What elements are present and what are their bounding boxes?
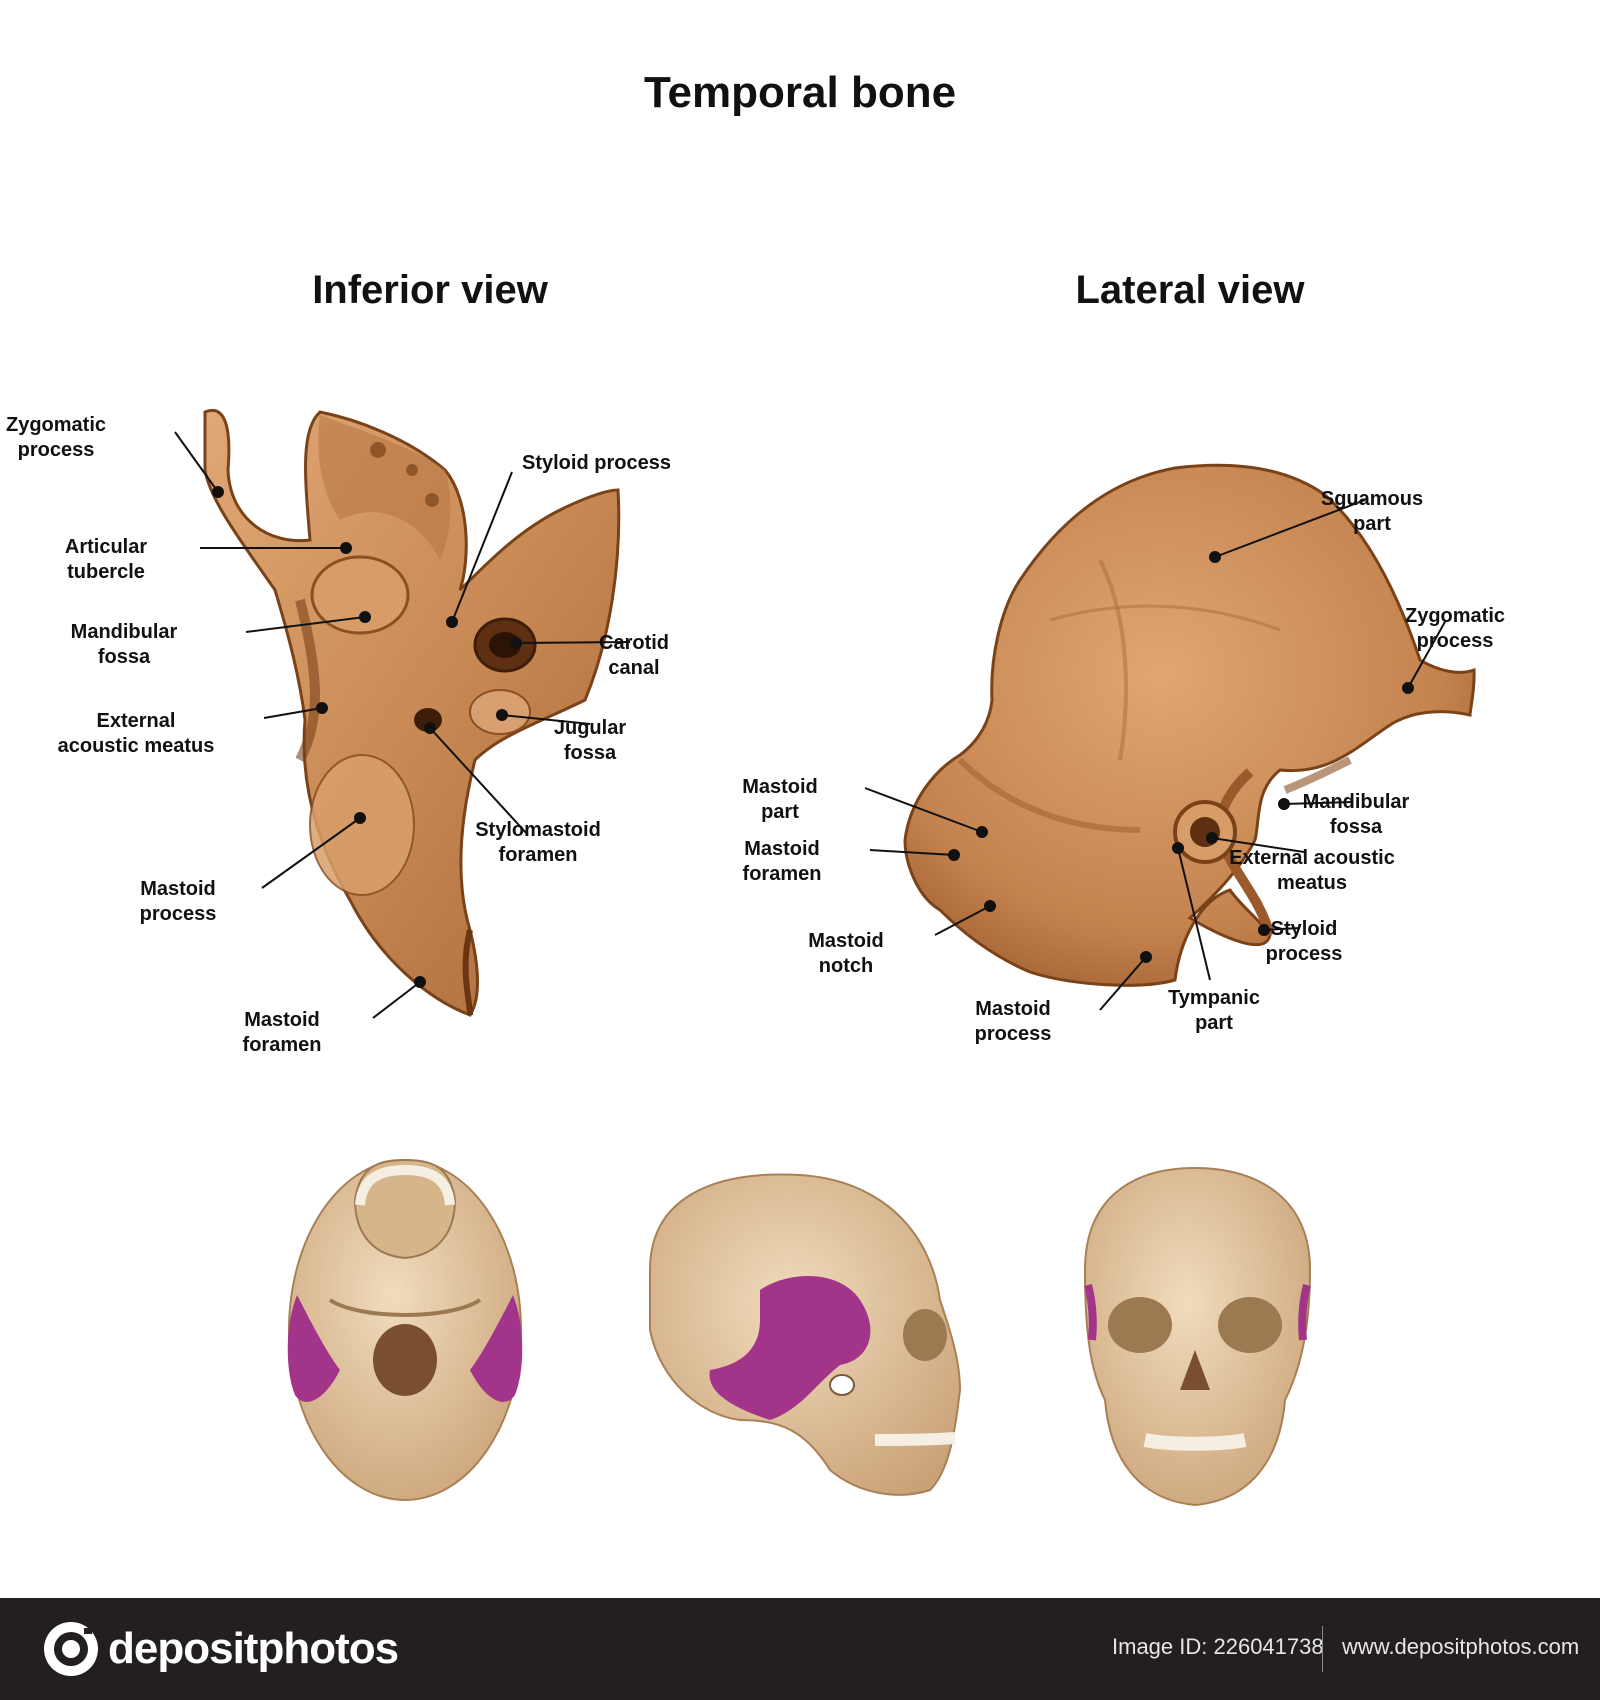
lateral-label-tympanic-part: Tympanic part bbox=[1168, 987, 1260, 1034]
inferior-label-external-acoustic-meatus: External acoustic meatus bbox=[57, 710, 215, 757]
inferior-label-stylomastoid-foramen: Stylomastoid foramen bbox=[475, 819, 601, 866]
page-title: Temporal bone bbox=[643, 68, 957, 117]
inferior-label-zygomatic-process: Zygomatic process bbox=[5, 414, 107, 461]
inferior-label-mandibular-fossa: Mandibular fossa bbox=[70, 621, 178, 668]
lateral-leader-lines bbox=[864, 499, 1447, 1011]
inferior-label-styloid-process: Styloid process bbox=[522, 452, 671, 474]
lateral-label-styloid-process: Styloid process bbox=[1265, 918, 1343, 965]
lateral-label-mastoid-part: Mastoid part bbox=[742, 776, 818, 823]
site-link[interactable]: www.depositphotos.com bbox=[1342, 1634, 1580, 1659]
inferior-leader-lines bbox=[174, 431, 631, 1019]
image-id: Image ID: 226041738 bbox=[1112, 1634, 1324, 1659]
inferior-temporal-bone bbox=[203, 409, 621, 1017]
inferior-label-jugular-fossa: Jugular fossa bbox=[553, 717, 627, 764]
lateral-label-external-acoustic-meatus: External acoustic meatus bbox=[1229, 847, 1395, 894]
inferior-label-mastoid-foramen: Mastoid foramen bbox=[242, 1009, 322, 1056]
lateral-label-mandibular-fossa: Mandibular fossa bbox=[1302, 791, 1410, 838]
footer-divider bbox=[1322, 1626, 1323, 1672]
brand-name: depositphotos bbox=[108, 1624, 399, 1673]
skull-inferior-thumbnail bbox=[287, 1158, 523, 1501]
inferior-label-mastoid-process: Mastoid process bbox=[139, 878, 217, 925]
skull-lateral-thumbnail bbox=[649, 1173, 962, 1496]
camera-icon bbox=[44, 1622, 98, 1676]
lateral-temporal-bone bbox=[903, 463, 1476, 987]
footer-bar: depositphotos Image ID: 226041738 www.de… bbox=[0, 1598, 1600, 1700]
lateral-label-mastoid-foramen: Mastoid foramen bbox=[742, 838, 822, 885]
skull-frontal-thumbnail bbox=[1083, 1166, 1312, 1507]
lateral-label-zygomatic-process: Zygomatic process bbox=[1404, 605, 1506, 652]
lateral-label-mastoid-notch: Mastoid notch bbox=[808, 930, 884, 977]
inferior-view-title: Inferior view bbox=[312, 268, 548, 312]
lateral-view-title: Lateral view bbox=[1075, 268, 1305, 312]
anatomy-illustration bbox=[174, 409, 1476, 1507]
inferior-label-articular-tubercle: Articular tubercle bbox=[64, 536, 148, 583]
brand-logo[interactable]: depositphotos bbox=[42, 1620, 399, 1678]
lateral-label-mastoid-process: Mastoid process bbox=[974, 998, 1052, 1045]
inferior-label-carotid-canal: Carotid canal bbox=[599, 632, 669, 679]
lateral-label-squamous-part: Sguamous part bbox=[1320, 488, 1424, 535]
